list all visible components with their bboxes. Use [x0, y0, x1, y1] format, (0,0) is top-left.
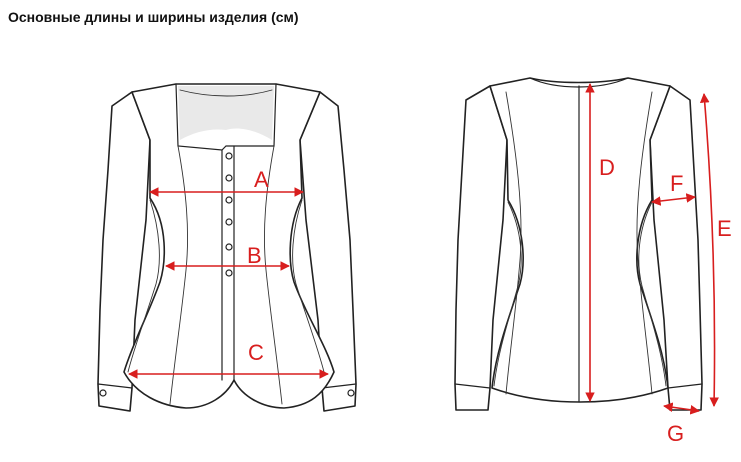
front-left-cuff	[97, 383, 133, 389]
front-left-cuff-button	[99, 389, 107, 397]
back-left-cuff	[454, 383, 491, 389]
back-neckline	[529, 77, 629, 88]
label-f: F	[670, 171, 683, 196]
measure-line-e	[699, 93, 719, 407]
measure-line-f	[651, 193, 696, 206]
front-right-sleeve	[299, 91, 357, 412]
measure-line-g	[663, 402, 700, 415]
back-jacket-drawing	[454, 77, 703, 411]
back-left-sleeve	[454, 85, 508, 411]
label-g: G	[667, 421, 684, 446]
page-title: Основные длины и ширины изделия (см)	[8, 9, 299, 25]
label-a: A	[254, 167, 269, 192]
back-right-side-seam	[638, 201, 667, 387]
front-left-side-seam	[127, 199, 160, 373]
front-body	[123, 83, 335, 409]
front-right-side-seam	[292, 199, 325, 373]
front-neckline-shade	[178, 86, 274, 140]
back-body	[489, 77, 671, 403]
label-c: C	[248, 340, 264, 365]
back-left-side-seam	[493, 201, 522, 387]
back-right-sleeve	[649, 85, 703, 411]
back-left-princess-seam	[505, 91, 522, 395]
front-square-neckline	[175, 83, 277, 151]
label-e: E	[717, 216, 732, 241]
label-d: D	[599, 155, 615, 180]
back-right-cuff	[667, 383, 703, 389]
front-buttons	[225, 152, 233, 277]
back-right-princess-seam	[636, 91, 653, 395]
front-neck-seam	[179, 89, 273, 97]
front-left-sleeve	[97, 91, 151, 412]
front-right-cuff-button	[347, 389, 355, 397]
front-right-cuff	[321, 383, 357, 389]
label-b: B	[247, 243, 262, 268]
front-jacket-drawing	[97, 83, 357, 412]
